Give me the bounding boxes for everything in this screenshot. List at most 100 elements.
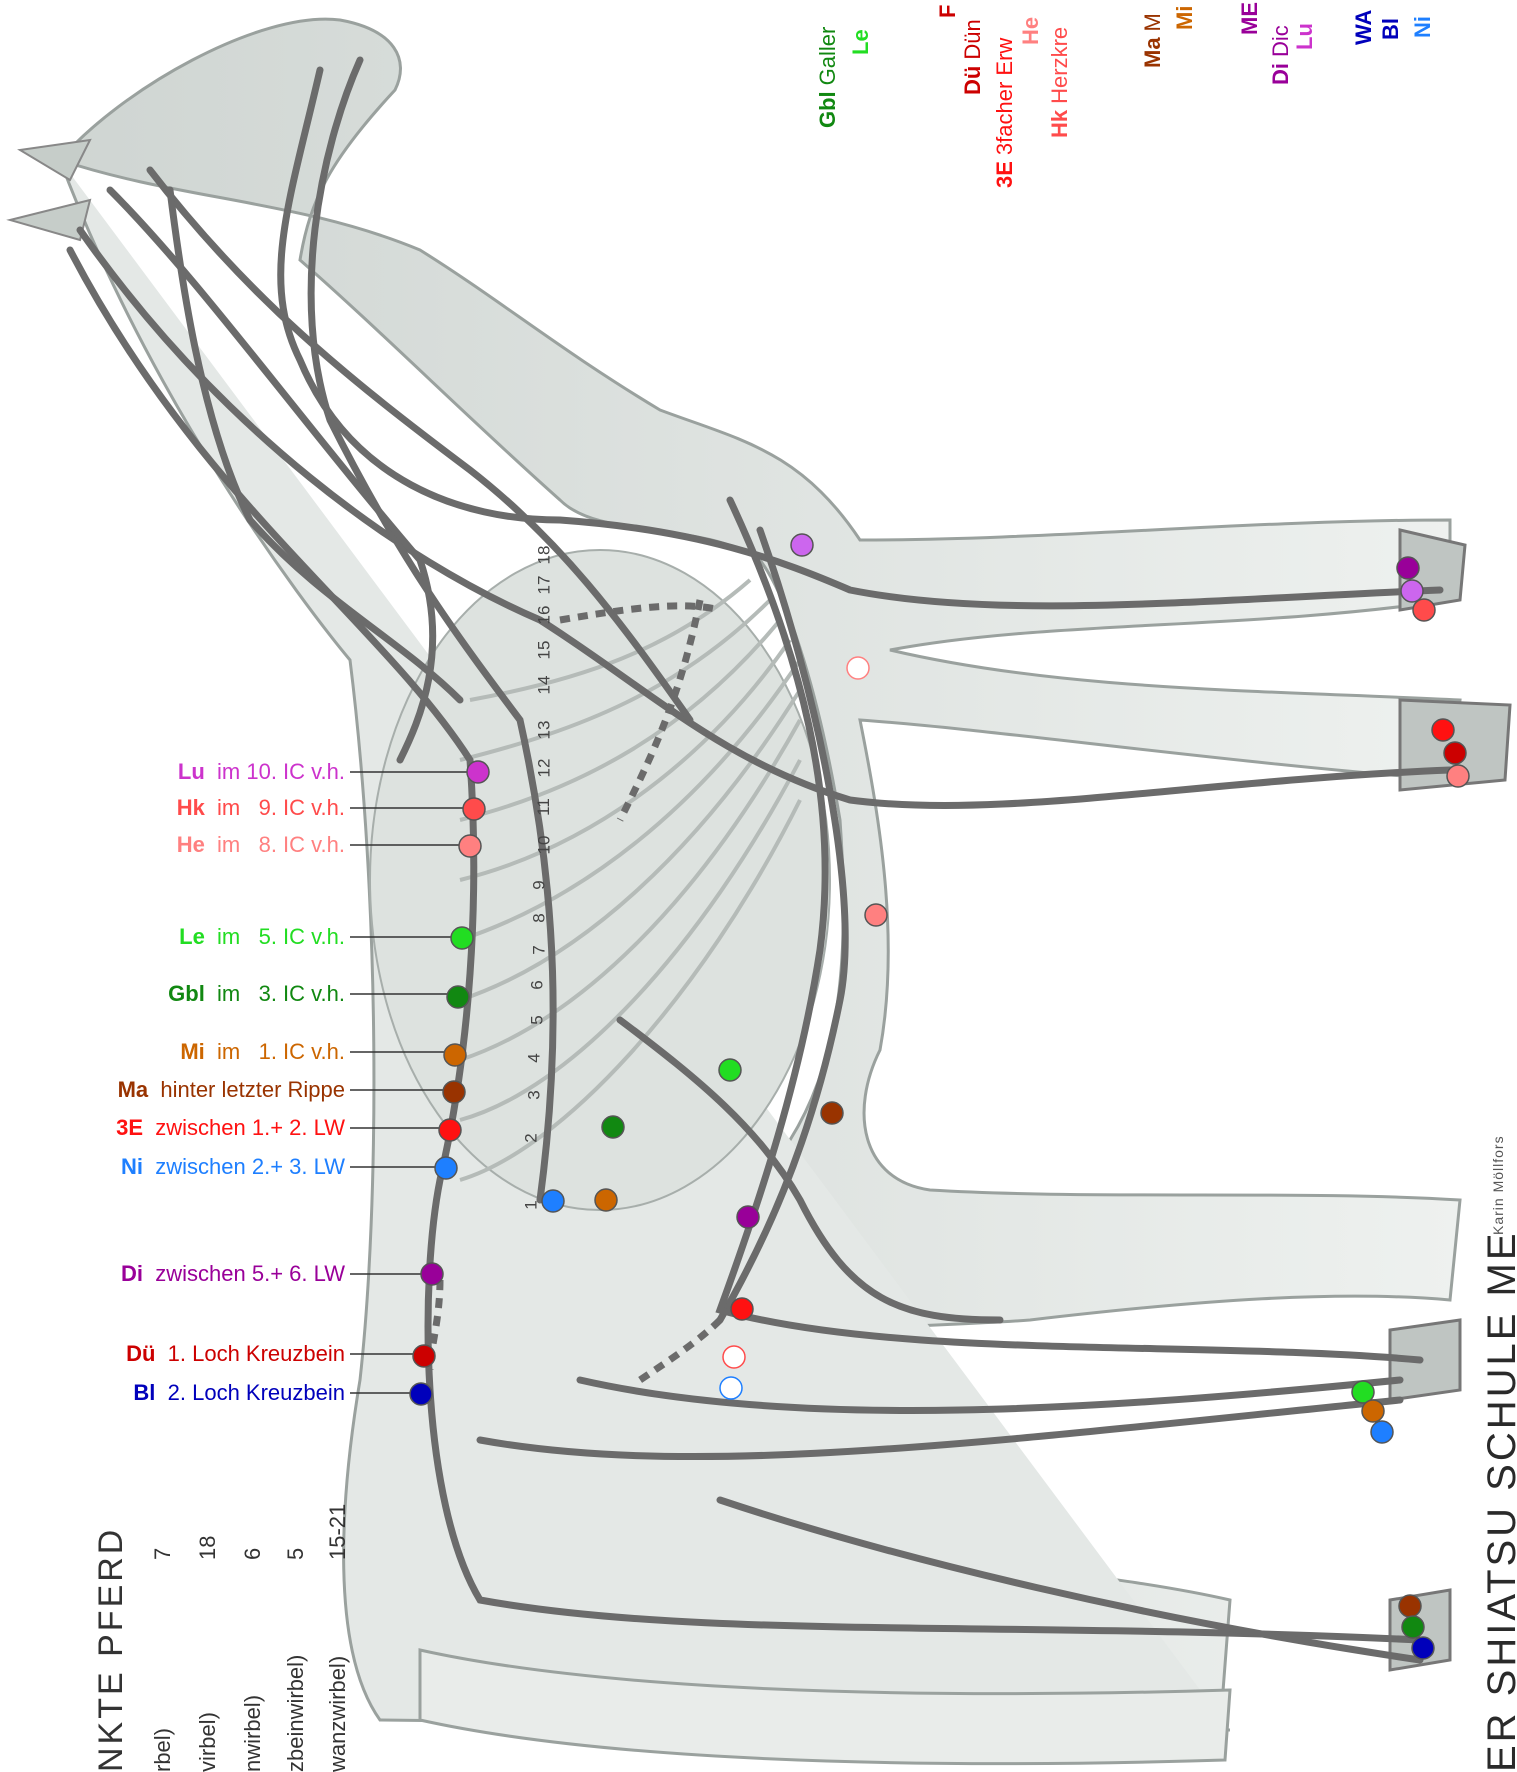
point-label-ma: Ma hinter letzter Rippe	[118, 1077, 345, 1103]
point-ni	[435, 1157, 457, 1179]
point-he	[459, 835, 481, 857]
point-abbr: Dü	[126, 1341, 155, 1367]
rib-number: 6	[528, 980, 548, 989]
legend-item-di: DiDic	[1268, 25, 1294, 85]
point-abbr: Ni	[121, 1154, 143, 1180]
rib-number: 10	[534, 836, 554, 855]
legend-abbr: Lu	[1292, 23, 1317, 50]
legend-abbr: F	[935, 5, 960, 18]
point-abbr: Di	[121, 1261, 143, 1287]
point-abbr: Gbl	[168, 981, 205, 1007]
legend-text: Dün	[960, 19, 985, 59]
point-label-gbl: Gbl im 3. IC v.h.	[168, 981, 345, 1007]
author-credit: Karin Möllfors	[1490, 1135, 1506, 1235]
point-location-text: zwischen 2.+ 3. LW	[143, 1154, 345, 1179]
horse-ear	[10, 200, 90, 240]
point-label-ni: Ni zwischen 2.+ 3. LW	[121, 1154, 345, 1180]
vertebrae-row-count: 18	[195, 1536, 221, 1560]
point-location-text: zwischen 5.+ 6. LW	[143, 1261, 345, 1286]
legend-item-3e: 3E 3facher Erw	[992, 38, 1018, 188]
legend-abbr: 3E	[992, 161, 1017, 188]
point-label-hk: Hk im 9. IC v.h.	[177, 795, 345, 821]
legend-abbr: Gbl	[815, 91, 840, 128]
legend-abbr: Dü	[960, 66, 985, 95]
legend-item-hk: Hk Herzkre	[1047, 27, 1073, 138]
point-location-text: im 9. IC v.h.	[205, 795, 345, 820]
point-label-he: He im 8. IC v.h.	[177, 832, 345, 858]
point-location-text: im 10. IC v.h.	[205, 759, 345, 784]
rib-number: 8	[530, 913, 550, 922]
point-label-bl: Bl 2. Loch Kreuzbein	[133, 1380, 345, 1406]
vertebrae-row-name: wanzwirbel)	[325, 1656, 351, 1772]
vertebrae-title: NKTE PFERD	[92, 1527, 131, 1772]
legend-text: Galler	[815, 27, 840, 86]
legend-abbr: WA	[1351, 10, 1376, 45]
point-abbr: Lu	[178, 759, 205, 785]
school-title: ER SHIATSU SCHULE ME	[1480, 1230, 1517, 1772]
point-location-text: im 3. IC v.h.	[205, 981, 345, 1006]
rib-number: 4	[525, 1053, 545, 1062]
point-label-dü: Dü 1. Loch Kreuzbein	[126, 1341, 345, 1367]
legend-abbr: Mi	[1172, 6, 1197, 30]
ribcage	[370, 550, 830, 1210]
rib-number: 7	[530, 945, 550, 954]
vertebrae-row-count: 6	[240, 1548, 266, 1560]
vertebrae-row-name: zbeinwirbel)	[283, 1655, 309, 1772]
point-location-text: im 1. IC v.h.	[205, 1039, 345, 1064]
legend-item-dü: Dü Dün	[960, 19, 986, 95]
legend-item-gbl: Gbl Galler	[815, 27, 841, 128]
point-label-mi: Mi im 1. IC v.h.	[180, 1039, 345, 1065]
rib-number: 2	[522, 1133, 542, 1142]
rib-number: 14	[534, 676, 554, 695]
vertebrae-row-name: virbel)	[195, 1712, 221, 1772]
point-location-text: 1. Loch Kreuzbein	[155, 1341, 345, 1366]
vertebrae-row-name: rbel)	[150, 1728, 176, 1772]
legend-item-wa: WA	[1351, 4, 1377, 45]
legend-abbr: Hk	[1047, 110, 1072, 138]
legend-text: 3facher Erw	[992, 38, 1017, 155]
point-location-text: 2. Loch Kreuzbein	[155, 1380, 345, 1405]
vertebrae-row-count: 7	[150, 1548, 176, 1560]
rib-number: 5	[528, 1015, 548, 1024]
legend-abbr: ME	[1237, 2, 1262, 35]
legend-item-mi: Mi	[1172, 0, 1198, 30]
legend-item-ni: Ni	[1410, 10, 1436, 38]
legend-text: Dic	[1268, 25, 1293, 57]
legend-abbr: Le	[848, 29, 873, 55]
legend-item-ma: MaM	[1140, 13, 1166, 68]
point-abbr: Hk	[177, 795, 205, 821]
point-label-lu: Lu im 10. IC v.h.	[178, 759, 345, 785]
horse-ear	[20, 140, 90, 180]
legend-item-he: He	[1018, 11, 1044, 45]
rib-number: 9	[530, 880, 550, 889]
rib-number: 18	[534, 546, 554, 565]
point-location-text: zwischen 1.+ 2. LW	[143, 1115, 345, 1140]
point-3e	[439, 1119, 461, 1141]
point-location-text: hinter letzter Rippe	[148, 1077, 345, 1102]
point-label-3e: 3E zwischen 1.+ 2. LW	[116, 1115, 345, 1141]
vertebrae-row-name: nwirbel)	[240, 1695, 266, 1772]
point-hk	[463, 798, 485, 820]
point-location-text: im 8. IC v.h.	[205, 832, 345, 857]
rib-number: 11	[534, 798, 554, 816]
legend-item-f: F	[935, 0, 961, 18]
vertebrae-row-count: 15-21	[325, 1504, 351, 1560]
legend-item-le: Le	[848, 23, 874, 55]
legend-item-me: ME	[1237, 0, 1263, 35]
legend-abbr: Ni	[1410, 16, 1435, 38]
point-ma	[443, 1081, 465, 1103]
point-abbr: Ma	[118, 1077, 149, 1103]
point-due	[413, 1345, 435, 1367]
point-le	[451, 927, 473, 949]
point-abbr: Bl	[133, 1380, 155, 1406]
legend-text: Herzkre	[1047, 27, 1072, 104]
legend-abbr: He	[1018, 17, 1043, 45]
rib-number: 17	[534, 576, 554, 595]
rib-number: 12	[534, 759, 554, 778]
point-abbr: He	[177, 832, 205, 858]
point-gbl	[447, 986, 469, 1008]
vertebrae-row-count: 5	[283, 1548, 309, 1560]
point-mi	[444, 1044, 466, 1066]
